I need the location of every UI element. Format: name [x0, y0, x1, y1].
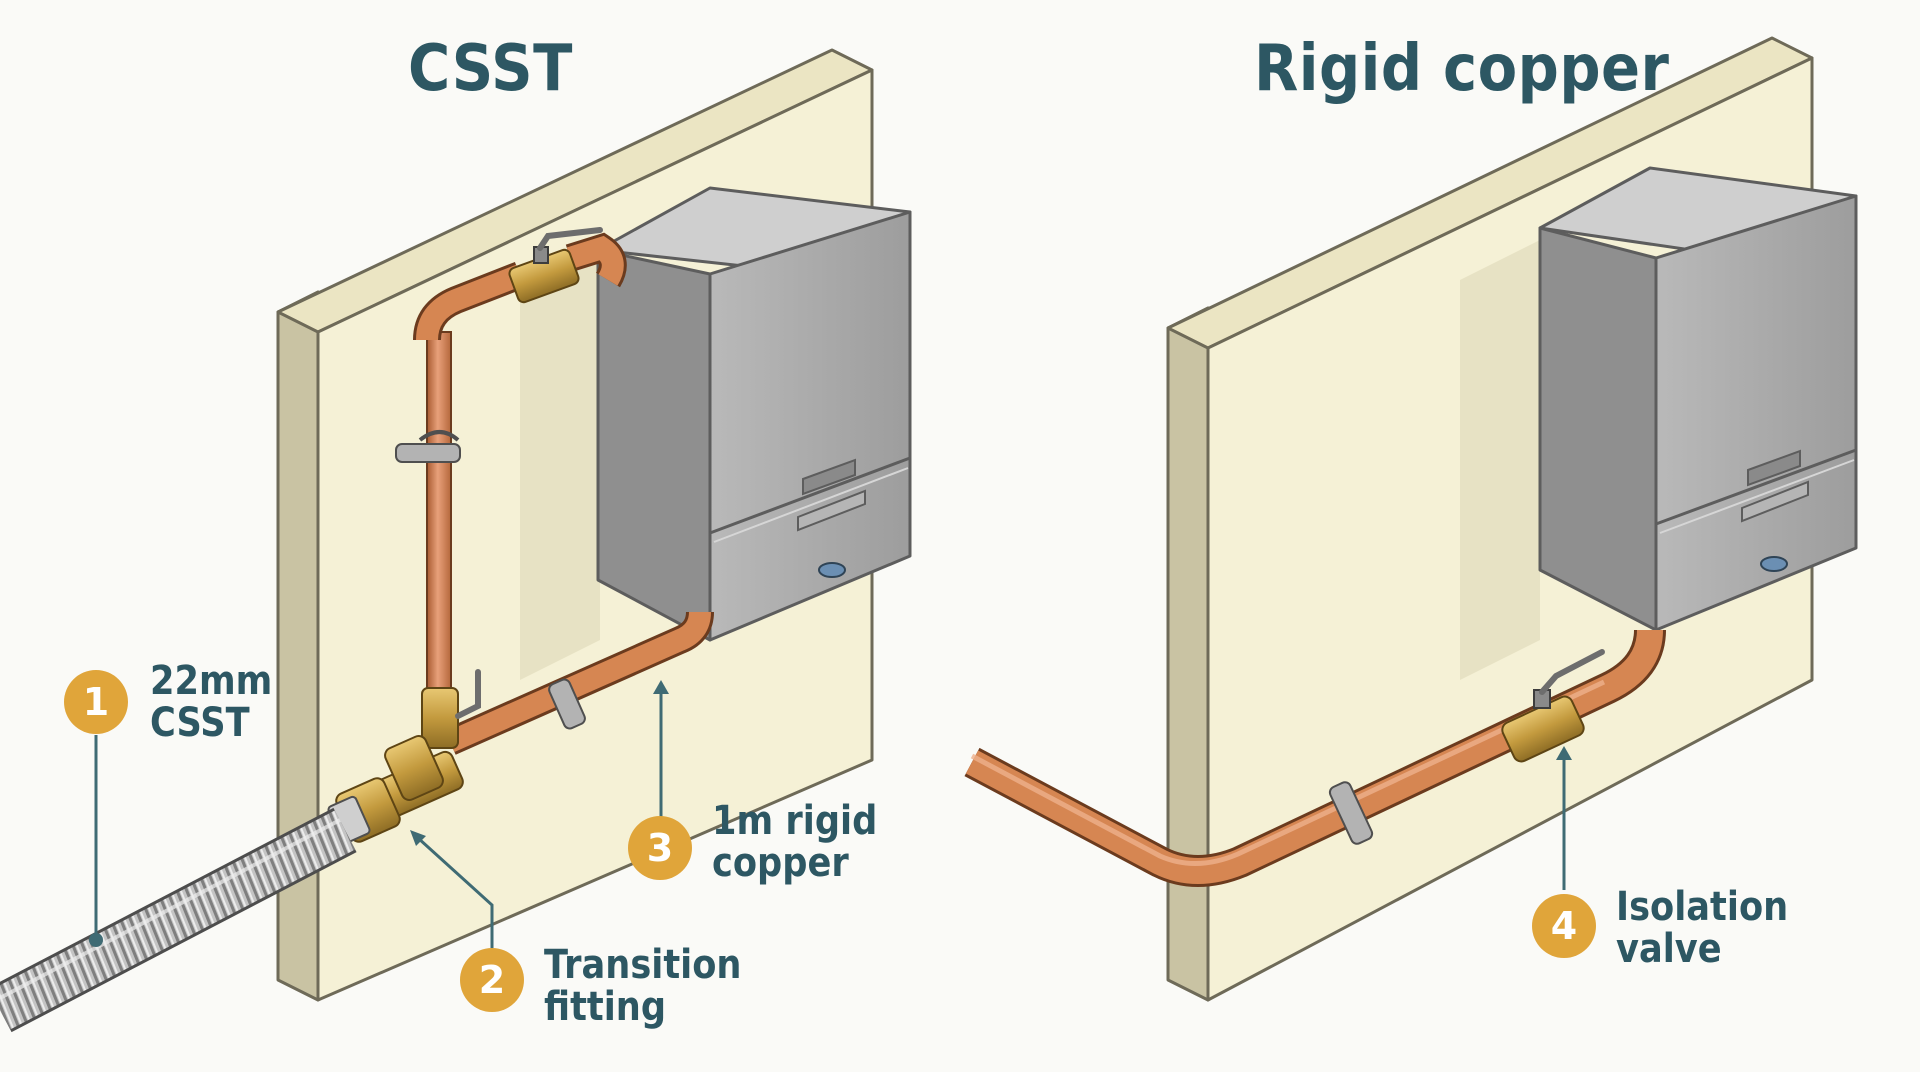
leader-line-3 — [653, 680, 669, 820]
callout-label-3-line-2: copper — [712, 840, 849, 886]
rigid-copper-panel-title: Rigid copper — [1254, 32, 1670, 106]
callout-label-2-line-1: Transition — [544, 942, 742, 988]
callout-label-2: Transition fitting — [544, 944, 741, 1028]
left-boiler — [596, 186, 912, 642]
right-boiler — [1538, 166, 1858, 632]
callout-label-4: Isolation valve — [1616, 886, 1788, 970]
left-pipework — [327, 227, 714, 845]
leader-line-1 — [89, 735, 103, 947]
callout-label-3: 1m rigid copper — [712, 800, 877, 884]
csst-hose — [0, 807, 357, 1033]
callout-label-2-line-2: fitting — [544, 984, 667, 1030]
callout-label-4-line-2: valve — [1616, 926, 1722, 972]
callout-label-3-line-1: 1m rigid — [712, 798, 878, 844]
leader-line-4 — [1556, 746, 1572, 890]
right-pipework — [964, 629, 1666, 887]
callout-badge-3: 3 — [628, 816, 692, 880]
callout-label-1-line-1: 22mm — [150, 658, 273, 704]
callout-badge-4: 4 — [1532, 894, 1596, 958]
leader-line-2 — [410, 830, 494, 948]
csst-panel-title: CSST — [408, 32, 573, 106]
callout-label-1-line-2: CSST — [150, 700, 250, 746]
callout-label-4-line-1: Isolation — [1616, 884, 1789, 930]
callout-label-1: 22mm CSST — [150, 660, 272, 744]
callout-badge-1: 1 — [64, 670, 128, 734]
callout-badge-2: 2 — [460, 948, 524, 1012]
